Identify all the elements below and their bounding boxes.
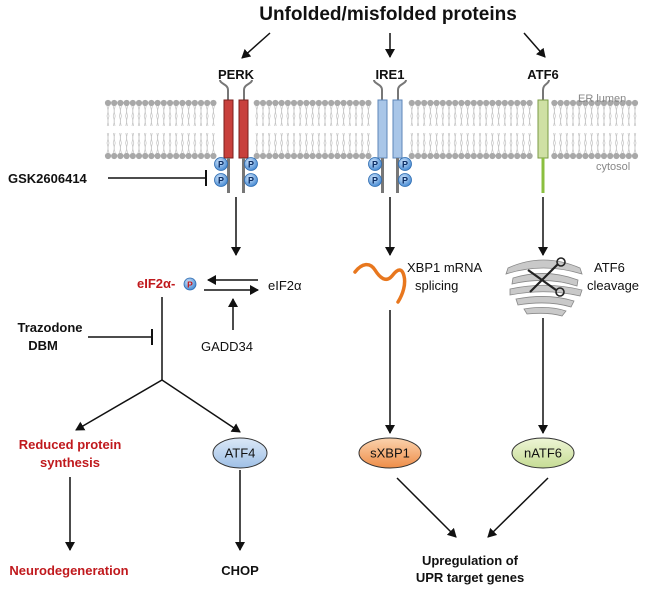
gsk2606414-label: GSK2606414 xyxy=(8,171,88,186)
golgi-icon xyxy=(505,259,583,317)
atf6-receptor xyxy=(537,79,550,193)
xbp1-splicing-label-1: XBP1 mRNA xyxy=(407,260,482,275)
svg-text:P: P xyxy=(402,176,408,186)
xbp1-mrna-icon xyxy=(353,262,407,304)
svg-text:P: P xyxy=(372,160,378,170)
natf6-node: nATF6 xyxy=(511,437,575,469)
phospho-icon: P xyxy=(183,277,197,291)
phospho-icon: P xyxy=(244,173,258,187)
phospho-icon: P xyxy=(214,173,228,187)
perk-phospho-group: P P P P xyxy=(214,157,258,187)
atf6-label: ATF6 xyxy=(527,67,559,82)
perk-receptor xyxy=(219,79,253,193)
gsk-inhibition-bar xyxy=(108,170,207,186)
arrow-to-atf4 xyxy=(161,379,241,433)
neurodegeneration-label: Neurodegeneration xyxy=(9,563,128,578)
er-lumen-label: ER lumen xyxy=(578,93,626,105)
svg-text:P: P xyxy=(248,160,254,170)
gadd34-label: GADD34 xyxy=(201,339,253,354)
synthesis-label: synthesis xyxy=(40,455,100,470)
atf6-cleavage-label-1: ATF6 xyxy=(594,260,625,275)
phospho-icon: P xyxy=(368,173,382,187)
svg-text:P: P xyxy=(187,280,193,290)
arrow-to-perk xyxy=(241,32,271,59)
arrow-natf6-to-upr xyxy=(487,477,549,538)
xbp1-splicing-label-2: splicing xyxy=(415,278,458,293)
svg-text:P: P xyxy=(218,160,224,170)
svg-text:P: P xyxy=(218,176,224,186)
chop-label: CHOP xyxy=(221,563,259,578)
upregulation-label-1: Upregulation of xyxy=(422,553,519,568)
arrow-sxbp1-to-upr xyxy=(396,477,457,538)
eif2a-label: eIF2α xyxy=(268,278,302,293)
scissors-icon xyxy=(527,257,566,297)
trazodone-inhibition-bar xyxy=(88,329,153,345)
atf4-label: ATF4 xyxy=(225,446,256,461)
er-membrane xyxy=(104,99,639,160)
ire1-label: IRE1 xyxy=(376,67,405,82)
eif2a-p-label: eIF2α- xyxy=(137,276,175,291)
arrow-to-reduced-synthesis xyxy=(75,379,163,431)
atf4-node: ATF4 xyxy=(212,437,268,469)
ire1-receptor xyxy=(373,79,407,193)
phospho-icon: P xyxy=(214,157,228,171)
svg-text:P: P xyxy=(402,160,408,170)
phospho-icon: P xyxy=(398,173,412,187)
svg-text:P: P xyxy=(248,176,254,186)
phospho-icon: P xyxy=(244,157,258,171)
sxbp1-node: sXBP1 xyxy=(358,437,422,469)
natf6-label: nATF6 xyxy=(524,446,562,461)
perk-label: PERK xyxy=(218,67,255,82)
svg-text:P: P xyxy=(372,176,378,186)
cytosol-label: cytosol xyxy=(596,161,630,173)
trazodone-label: Trazodone xyxy=(17,320,82,335)
atf6-cleavage-label-2: cleavage xyxy=(587,278,639,293)
phospho-icon: P xyxy=(398,157,412,171)
sxbp1-label: sXBP1 xyxy=(370,446,410,461)
ire1-phospho-group: P P P P xyxy=(368,157,412,187)
diagram-title: Unfolded/misfolded proteins xyxy=(259,4,517,25)
phospho-icon: P xyxy=(368,157,382,171)
upregulation-label-2: UPR target genes xyxy=(416,570,524,585)
dbm-label: DBM xyxy=(28,338,58,353)
arrow-to-atf6 xyxy=(523,32,546,58)
reduced-protein-label: Reduced protein xyxy=(19,437,122,452)
